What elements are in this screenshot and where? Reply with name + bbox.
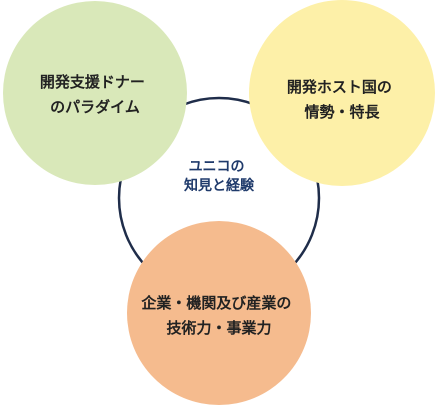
circle-development-donor-line-1: 開発支援ドナー [40,73,145,91]
circle-development-donor: 開発支援ドナー のパラダイム [3,1,187,185]
circle-host-country-line-1: 開発ホスト国の [287,78,392,96]
circle-corporate-industry-shape [127,221,311,405]
svg-text:企業・機関及び産業の 技術力・事業力: 企業・機関及び産業の 技術力・事業力 [140,294,296,337]
circle-corporate-industry: 企業・機関及び産業の 技術力・事業力 [127,221,311,405]
circle-corporate-industry-line-1: 企業・機関及び産業の [140,294,291,312]
center-label-line-2: 知見と経験 [184,177,255,194]
circle-corporate-industry-line-2: 技術力・事業力 [166,319,271,337]
svg-text:開発ホスト国の 情勢・特長: 開発ホスト国の 情勢・特長 [287,78,397,121]
svg-text:開発支援ドナー のパラダイム: 開発支援ドナー のパラダイム [40,73,150,116]
circle-development-donor-shape [3,1,187,185]
circle-development-donor-line-2: のパラダイム [50,98,140,116]
circle-host-country-shape [249,0,435,186]
circle-host-country: 開発ホスト国の 情勢・特長 [249,0,435,186]
center-label-line-1: ユニコの [189,159,245,175]
center-label: ユニコの 知見と経験 [184,159,255,194]
circle-host-country-line-2: 情勢・特長 [304,103,380,121]
